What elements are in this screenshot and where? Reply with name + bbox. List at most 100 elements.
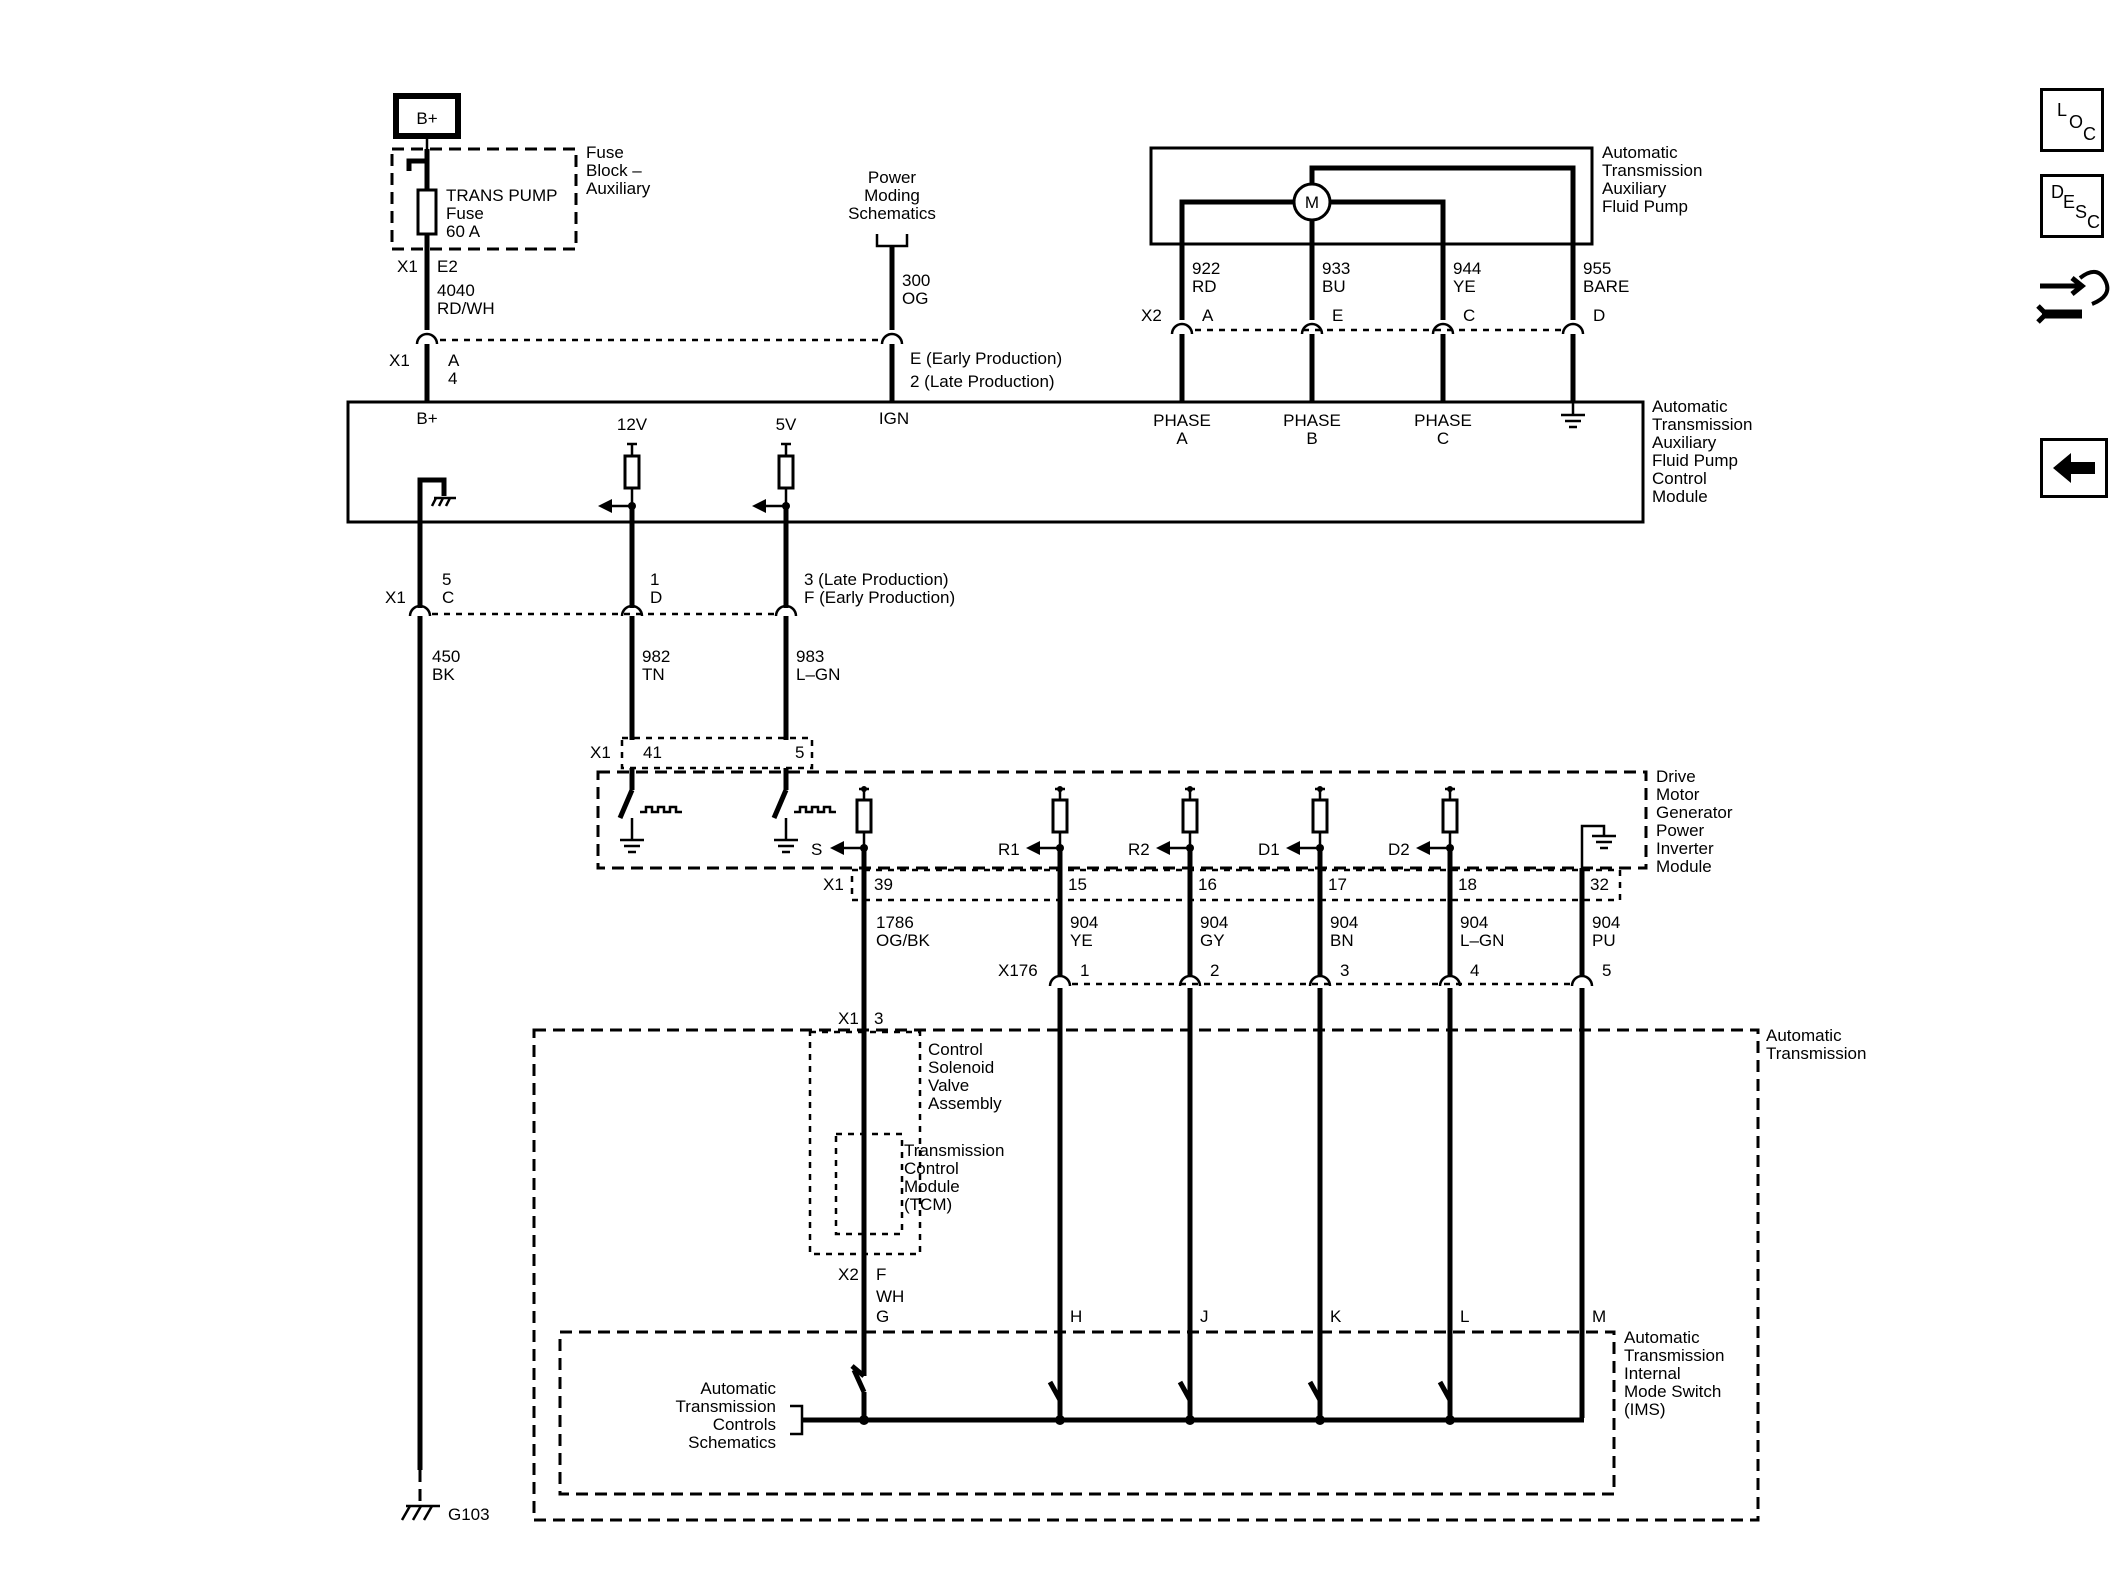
loc-button[interactable]: L O C — [2040, 88, 2104, 152]
svg-text:F (Early Production): F (Early Production) — [804, 588, 955, 607]
svg-text:Automatic: Automatic — [1766, 1026, 1842, 1045]
svg-text:Power: Power — [1656, 821, 1705, 840]
svg-text:X1: X1 — [385, 588, 406, 607]
svg-text:B: B — [1306, 429, 1317, 448]
svg-text:Moding: Moding — [864, 186, 920, 205]
x1-lower-pin-labels: X1 5 C 1 D 3 (Late Production) F (Early … — [385, 570, 955, 607]
control-module-title: Automatic Transmission Auxiliary Fluid P… — [1652, 397, 1752, 506]
svg-text:G: G — [876, 1307, 889, 1326]
svg-text:H: H — [1070, 1307, 1082, 1326]
svg-text:5: 5 — [442, 570, 451, 589]
svg-text:L–GN: L–GN — [796, 665, 840, 684]
power-moding-label: Power Moding Schematics — [848, 168, 936, 223]
svg-text:OG: OG — [902, 289, 928, 308]
svg-text:Valve: Valve — [928, 1076, 969, 1095]
svg-text:955: 955 — [1583, 259, 1611, 278]
svg-text:M: M — [1592, 1307, 1606, 1326]
g103-ground-symbol — [400, 1504, 440, 1521]
svg-text:904: 904 — [1592, 913, 1620, 932]
x1-41-5-connector — [620, 736, 814, 770]
x1-3-label: X1 3 — [838, 1009, 883, 1028]
chassis-ground-icon — [430, 496, 456, 507]
svg-text:BARE: BARE — [1583, 277, 1629, 296]
phase-labels: PHASE A PHASE B PHASE C — [1153, 411, 1472, 448]
svg-text:5: 5 — [1602, 961, 1611, 980]
svg-text:RD: RD — [1192, 277, 1217, 296]
svg-text:Automatic: Automatic — [1652, 397, 1728, 416]
svg-text:3: 3 — [1340, 961, 1349, 980]
svg-text:18: 18 — [1458, 875, 1477, 894]
svg-text:PHASE: PHASE — [1153, 411, 1211, 430]
svg-text:Control: Control — [928, 1040, 983, 1059]
pullup-d1 — [1286, 786, 1329, 855]
svg-text:904: 904 — [1070, 913, 1098, 932]
ims-junction-dots — [859, 1415, 1455, 1425]
svg-text:Motor: Motor — [1656, 785, 1700, 804]
loc-letter-c: C — [2083, 124, 2096, 144]
svg-text:Module: Module — [904, 1177, 960, 1196]
svg-text:Internal: Internal — [1624, 1364, 1681, 1383]
svg-text:Block –: Block – — [586, 161, 642, 180]
svg-text:Transmission: Transmission — [1652, 415, 1752, 434]
svg-text:904: 904 — [1330, 913, 1358, 932]
wire-4040-label: 4040 RD/WH — [437, 281, 495, 318]
svg-text:BK: BK — [432, 665, 455, 684]
svg-text:1: 1 — [650, 570, 659, 589]
svg-text:2 (Late Production): 2 (Late Production) — [910, 372, 1055, 391]
svg-text:A: A — [448, 351, 460, 370]
tcm-label: Transmission Control Module (TCM) — [904, 1141, 1004, 1214]
fuse-symbol — [416, 188, 438, 236]
svg-text:YE: YE — [1453, 277, 1476, 296]
svg-text:C: C — [442, 588, 454, 607]
x1-inverter-bottom-labels: X1 39 15 16 17 18 32 — [823, 875, 1609, 894]
desc-letter-e: E — [2063, 192, 2076, 212]
svg-text:X2: X2 — [1141, 306, 1162, 325]
svg-text:PU: PU — [1592, 931, 1616, 950]
sensor-switch-41 — [617, 768, 682, 854]
svg-text:TRANS PUMP: TRANS PUMP — [446, 186, 557, 205]
svg-text:15: 15 — [1068, 875, 1087, 894]
svg-text:5: 5 — [795, 743, 804, 762]
svg-text:Schematics: Schematics — [848, 204, 936, 223]
ims-label: Automatic Transmission Internal Mode Swi… — [1624, 1328, 1724, 1419]
svg-text:41: 41 — [643, 743, 662, 762]
svg-text:Controls: Controls — [713, 1415, 776, 1434]
svg-text:K: K — [1330, 1307, 1342, 1326]
back-button[interactable] — [2040, 438, 2108, 498]
svg-text:GY: GY — [1200, 931, 1225, 950]
svg-text:D1: D1 — [1258, 840, 1280, 859]
pump-box — [1149, 146, 1594, 246]
svg-text:A: A — [1176, 429, 1188, 448]
svg-text:Module: Module — [1656, 857, 1712, 876]
pump-title: Automatic Transmission Auxiliary Fluid P… — [1602, 143, 1702, 216]
svg-text:X1: X1 — [389, 351, 410, 370]
inverter-signal-labels: S R1 R2 D1 D2 — [811, 840, 1410, 859]
svg-text:Assembly: Assembly — [928, 1094, 1002, 1113]
tcm-box — [834, 1132, 904, 1236]
svg-text:32: 32 — [1590, 875, 1609, 894]
svg-text:4: 4 — [1470, 961, 1479, 980]
transmission-title: Automatic Transmission — [1766, 1026, 1866, 1063]
x1-e2-label: X1 E2 — [397, 257, 458, 276]
svg-text:4: 4 — [448, 369, 457, 388]
pullup-s — [830, 786, 873, 855]
svg-text:YE: YE — [1070, 931, 1093, 950]
bplus-label: B+ — [416, 109, 437, 128]
connector-wrench-icon[interactable] — [2036, 262, 2112, 330]
desc-button[interactable]: D E S C — [2040, 174, 2104, 238]
svg-text:C: C — [1463, 306, 1475, 325]
svg-text:X1: X1 — [397, 257, 418, 276]
wh-wire-label: WH — [876, 1287, 904, 1306]
svg-text:R1: R1 — [998, 840, 1020, 859]
svg-text:C: C — [1437, 429, 1449, 448]
svg-text:Drive: Drive — [1656, 767, 1696, 786]
motor-label: M — [1305, 193, 1319, 212]
motor-symbol — [1292, 182, 1332, 222]
svg-text:Power: Power — [868, 168, 917, 187]
svg-text:922: 922 — [1192, 259, 1220, 278]
svg-text:X1: X1 — [590, 743, 611, 762]
pullup-r1 — [1026, 786, 1069, 855]
svg-text:Fluid Pump: Fluid Pump — [1652, 451, 1738, 470]
inverter-module-box — [596, 770, 1648, 870]
svg-text:PHASE: PHASE — [1283, 411, 1341, 430]
